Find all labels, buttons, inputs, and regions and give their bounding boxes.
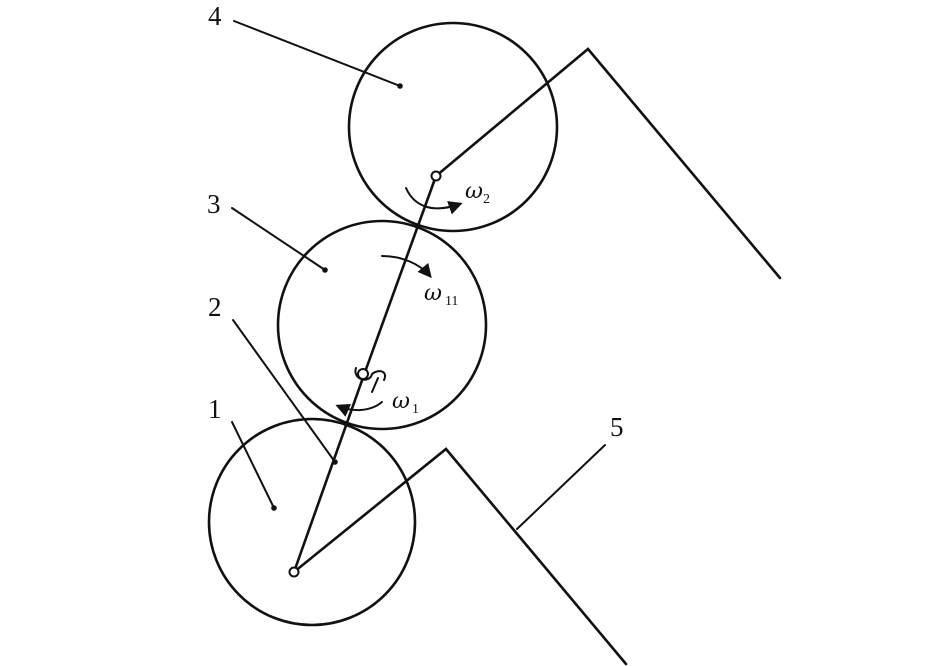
leader-dot-3: [322, 267, 328, 273]
gear-1: [207, 417, 417, 627]
leader-line-4: [233, 20, 401, 87]
gear-3: [276, 219, 488, 431]
label-part-1: 1: [208, 394, 222, 424]
gear-4: [347, 21, 559, 233]
leader-line-2: [232, 319, 336, 463]
label-part-3: 3: [207, 189, 221, 219]
leader-line-5: [516, 444, 606, 530]
hub-mechanism: [354, 367, 386, 393]
label-part-5: 5: [610, 412, 624, 442]
frame-upper: [434, 47, 782, 280]
leader-dot-1: [271, 505, 277, 511]
omega-2-label: ω2: [465, 179, 490, 207]
label-part-2: 2: [208, 292, 222, 322]
pivot-gear-4: [430, 170, 442, 182]
omega-11-arrow: [381, 255, 432, 279]
leader-line-1: [231, 421, 275, 509]
leader-dot-4: [397, 83, 403, 89]
omega-2-arrow: [405, 187, 463, 215]
leader-line-3: [231, 207, 326, 271]
leader-dot-2: [332, 459, 338, 465]
pivot-gear-1: [288, 566, 300, 578]
label-part-4: 4: [208, 1, 222, 31]
omega-1-arrow: [335, 401, 383, 417]
frame-lower: [292, 447, 628, 666]
